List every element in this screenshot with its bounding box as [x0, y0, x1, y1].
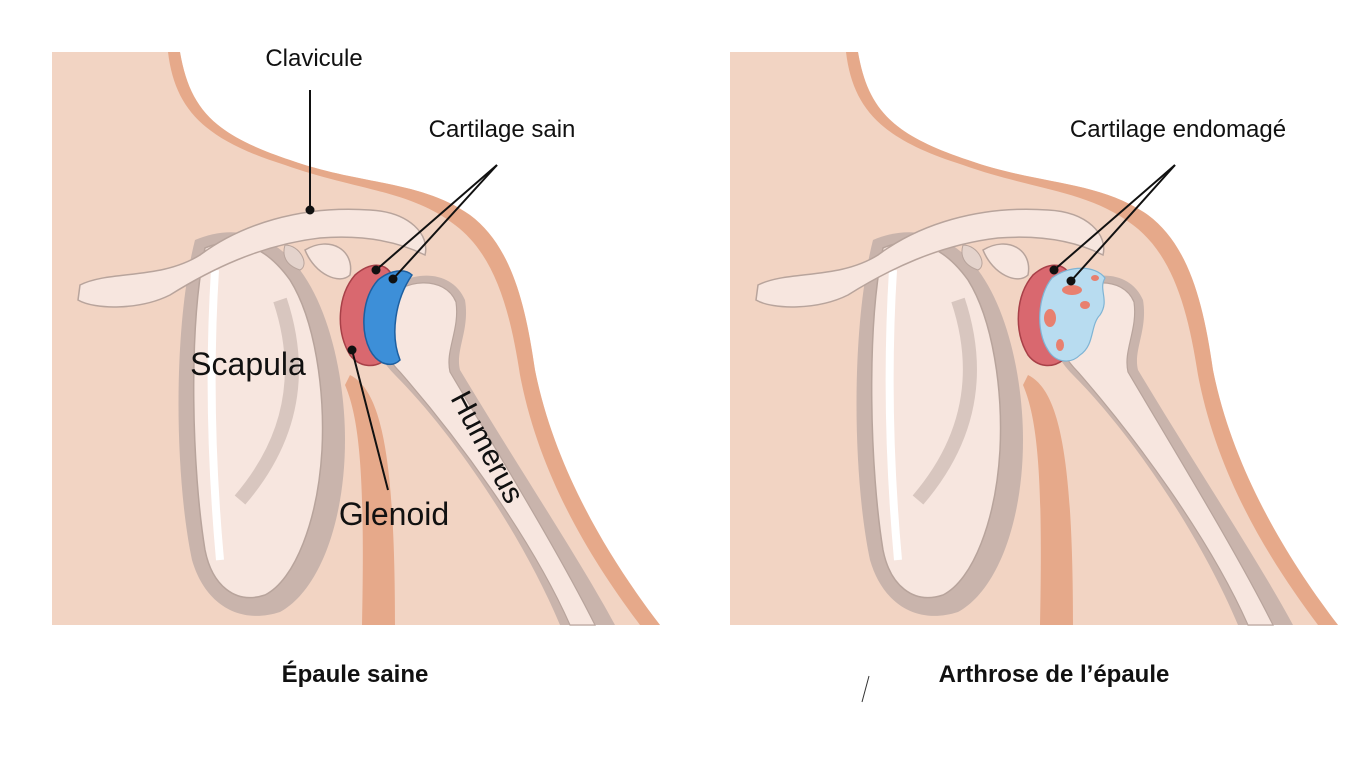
- label-clavicle: Clavicule: [265, 45, 362, 72]
- stray-mark: [861, 675, 870, 703]
- panel-title-arthritic: Arthrose de l’épaule: [939, 661, 1170, 688]
- label-glenoid: Glenoid: [339, 496, 449, 532]
- cartilage-damaged: [1039, 267, 1106, 362]
- label-cartilage-damaged: Cartilage endomagé: [1070, 116, 1286, 143]
- label-cartilage-healthy: Cartilage sain: [429, 116, 576, 143]
- cartilage-healthy: [363, 270, 413, 366]
- panel-healthy-shoulder: Clavicule Cartilage sain Scapula Glenoid…: [52, 45, 660, 688]
- panel-title-healthy: Épaule saine: [282, 660, 429, 688]
- label-scapula: Scapula: [190, 346, 306, 382]
- panel-arthritic-shoulder: Cartilage endomagé Arthrose de l’épaule: [730, 52, 1338, 703]
